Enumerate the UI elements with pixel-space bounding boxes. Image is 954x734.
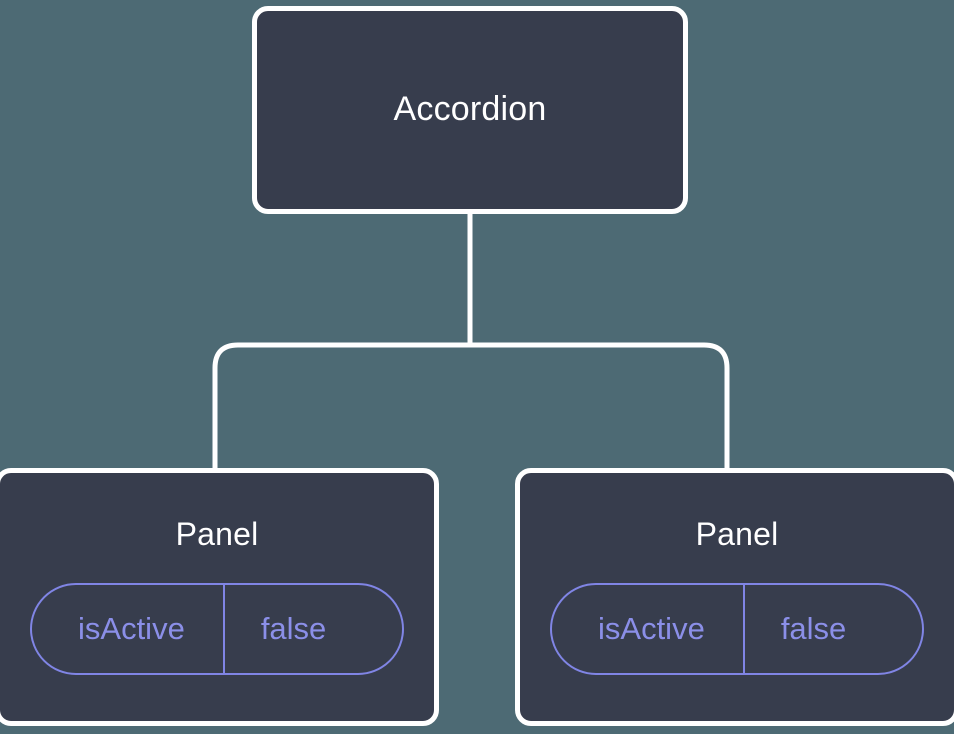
prop-key-right: isActive <box>598 611 705 647</box>
node-panel-right[interactable]: Panel isActive false <box>515 468 954 726</box>
node-accordion-label: Accordion <box>393 90 547 129</box>
edge-to-panel-right <box>470 342 730 470</box>
prop-value-left: false <box>222 585 374 674</box>
node-panel-left-label: Panel <box>175 516 259 552</box>
prop-pill-left[interactable]: isActive false <box>30 583 404 676</box>
prop-pill-right[interactable]: isActive false <box>550 583 924 676</box>
node-panel-right-label: Panel <box>695 516 779 552</box>
node-panel-left[interactable]: Panel isActive false <box>0 468 439 726</box>
prop-key-left: isActive <box>78 611 185 647</box>
node-accordion[interactable]: Accordion <box>252 6 688 214</box>
prop-value-right: false <box>742 585 894 674</box>
edge-to-panel-left <box>212 342 470 470</box>
